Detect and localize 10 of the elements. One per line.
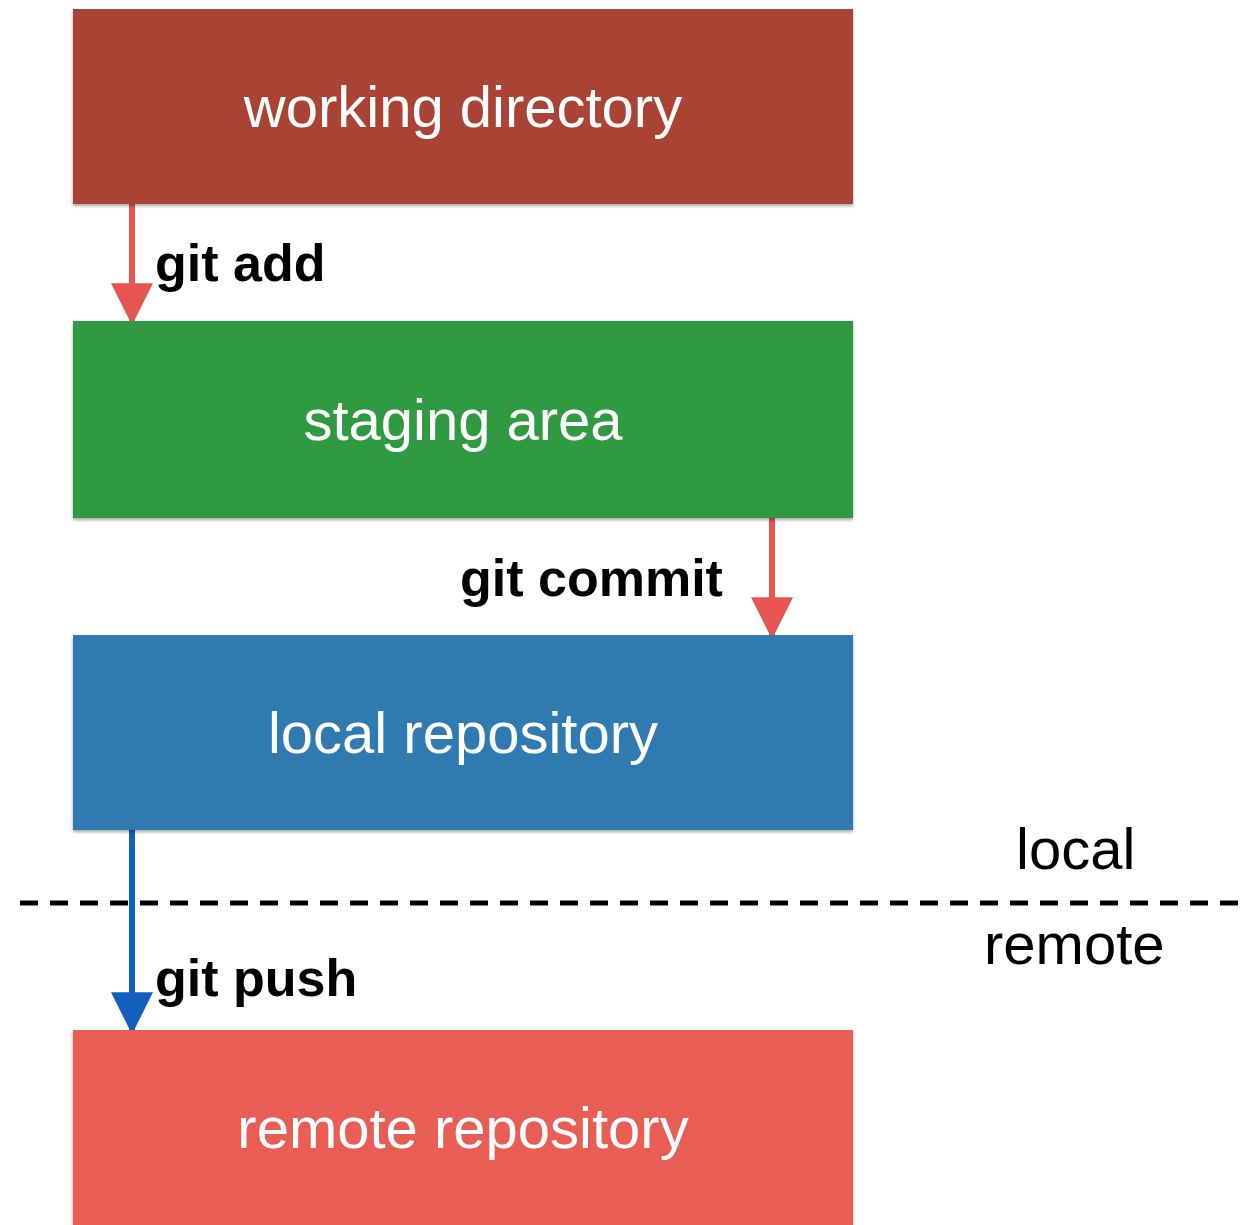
stage-label: staging area bbox=[303, 386, 623, 453]
stage-box bbox=[73, 9, 853, 204]
zone-label: local bbox=[1016, 820, 1136, 878]
zone-label: remote bbox=[984, 915, 1165, 973]
stage-box bbox=[73, 321, 853, 518]
stage-label: remote repository bbox=[237, 1094, 689, 1161]
stage-box bbox=[73, 635, 853, 830]
stage-box bbox=[73, 1030, 853, 1225]
stage-label: working directory bbox=[243, 73, 683, 140]
stage-label: local repository bbox=[267, 699, 659, 766]
